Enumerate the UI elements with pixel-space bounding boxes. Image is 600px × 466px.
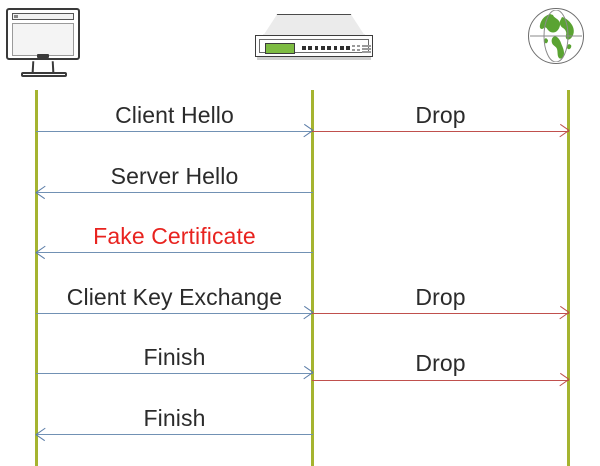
lifeline-server bbox=[567, 90, 570, 466]
monitor-chin bbox=[37, 54, 49, 58]
server-front-panel bbox=[255, 35, 373, 57]
message-label-drop-2: Drop bbox=[415, 284, 466, 310]
server-base-shadow bbox=[257, 57, 371, 60]
monitor-stand-base bbox=[21, 72, 67, 77]
server-lcd-display bbox=[265, 42, 295, 54]
server-front-inset bbox=[259, 38, 372, 54]
arrow-shaft bbox=[36, 192, 313, 193]
message-label-client-hello: Client Hello bbox=[115, 102, 234, 128]
globe-internet-icon bbox=[528, 8, 584, 68]
arrow-shaft bbox=[36, 131, 313, 132]
server-led-row bbox=[302, 45, 351, 51]
message-label-client-key-exchange: Client Key Exchange bbox=[66, 284, 283, 310]
globe-continents bbox=[530, 10, 582, 62]
message-label-server-hello: Server Hello bbox=[110, 163, 239, 189]
monitor-screen bbox=[12, 23, 74, 56]
arrow-shaft bbox=[312, 380, 569, 381]
arrow-shaft bbox=[36, 434, 313, 435]
message-label-drop-3: Drop bbox=[415, 350, 466, 376]
arrow-shaft bbox=[312, 313, 569, 314]
server-port-cluster bbox=[352, 44, 372, 54]
arrow-shaft bbox=[36, 313, 313, 314]
monitor-stand-neck bbox=[31, 61, 55, 73]
monitor-body bbox=[6, 8, 80, 60]
message-label-drop-1: Drop bbox=[415, 102, 466, 128]
server-lid-surface bbox=[263, 14, 365, 36]
server-lid bbox=[263, 14, 365, 36]
server-appliance-icon bbox=[255, 12, 373, 68]
message-label-finish-1: Finish bbox=[143, 344, 206, 370]
desktop-monitor-icon bbox=[4, 8, 84, 80]
lifeline-attacker bbox=[311, 90, 314, 466]
arrow-shaft bbox=[36, 373, 313, 374]
arrow-shaft bbox=[36, 252, 313, 253]
message-label-fake-certificate: Fake Certificate bbox=[93, 223, 256, 249]
monitor-titlebar bbox=[12, 13, 74, 20]
lifeline-client bbox=[35, 90, 38, 466]
message-label-finish-2: Finish bbox=[143, 405, 206, 431]
arrow-shaft bbox=[312, 131, 569, 132]
